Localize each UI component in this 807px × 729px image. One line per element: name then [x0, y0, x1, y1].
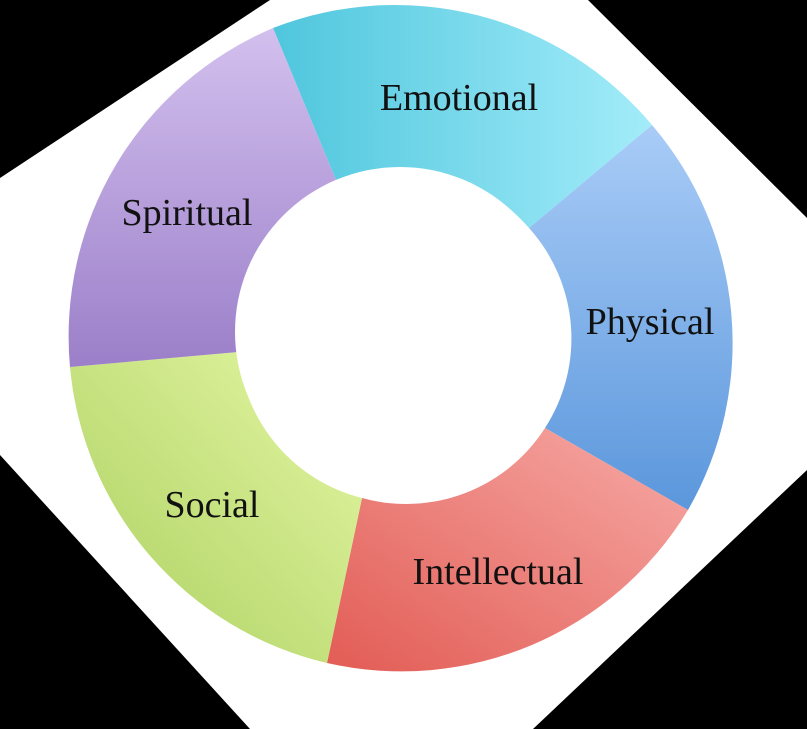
label-social: Social — [165, 484, 260, 526]
segment-social — [70, 352, 362, 663]
center-hole — [235, 167, 565, 497]
segment-physical — [529, 125, 733, 510]
label-spiritual: Spiritual — [122, 192, 253, 234]
label-physical: Physical — [586, 301, 715, 343]
label-intellectual: Intellectual — [413, 551, 584, 593]
segment-intellectual — [327, 428, 688, 672]
segment-spiritual — [68, 28, 338, 367]
label-emotional: Emotional — [380, 77, 538, 119]
